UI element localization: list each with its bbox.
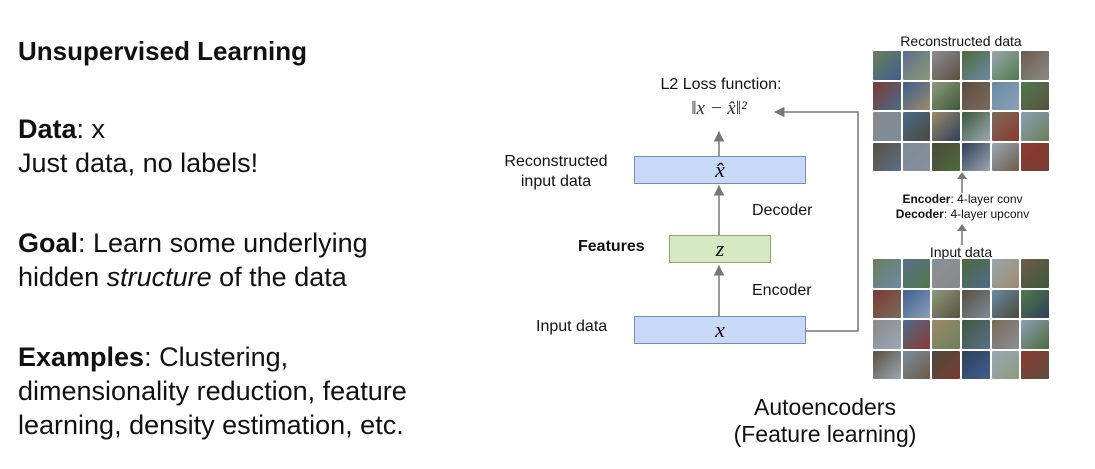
image-thumbnail bbox=[1021, 259, 1049, 288]
image-thumbnail bbox=[1021, 320, 1049, 349]
encoder-arch-line: Encoder: 4-layer conv bbox=[870, 192, 1055, 207]
input-image-grid bbox=[873, 259, 1049, 379]
image-thumbnail bbox=[1021, 289, 1049, 318]
examples-paragraph: Examples: Clustering, dimensionality red… bbox=[18, 340, 407, 442]
slide-title: Unsupervised Learning bbox=[18, 36, 307, 66]
image-thumbnail bbox=[902, 81, 931, 110]
image-thumbnail bbox=[902, 112, 931, 141]
examples-line-3: learning, density estimation, etc. bbox=[18, 410, 404, 440]
image-thumbnail bbox=[873, 350, 901, 379]
image-thumbnail bbox=[1021, 112, 1049, 141]
image-thumbnail bbox=[932, 350, 960, 379]
goal-text-1: : Learn some underlying bbox=[78, 228, 368, 258]
input-data-label: Input data bbox=[929, 244, 993, 260]
data-value: : x bbox=[76, 114, 106, 144]
image-thumbnail bbox=[961, 259, 990, 288]
image-thumbnail bbox=[902, 289, 931, 318]
diagram-arrows bbox=[713, 106, 859, 332]
image-thumbnail bbox=[932, 51, 960, 80]
image-thumbnail bbox=[1021, 51, 1049, 80]
image-thumbnail bbox=[991, 51, 1020, 80]
arrow-input-to-loss bbox=[773, 106, 859, 332]
image-thumbnail bbox=[991, 350, 1020, 379]
image-thumbnail bbox=[1021, 350, 1049, 379]
image-thumbnail bbox=[961, 142, 990, 171]
input-box: x bbox=[634, 316, 806, 344]
recon-data-label: Reconstructed data bbox=[900, 33, 1022, 49]
loss-formula: ‖x − x̂‖² bbox=[691, 98, 747, 119]
goal-text-2b: structure bbox=[106, 262, 212, 292]
image-thumbnail bbox=[932, 142, 960, 171]
recon-input-label-2: input data bbox=[520, 173, 592, 190]
encoder-arch-bold: Encoder bbox=[902, 192, 951, 206]
data-paragraph: Data: x Just data, no labels! bbox=[18, 112, 258, 180]
image-thumbnail bbox=[873, 142, 901, 171]
image-thumbnail bbox=[902, 259, 931, 288]
decoder-arch-desc: : 4-layer upconv bbox=[943, 207, 1030, 221]
recon-input-label: Reconstructed input data bbox=[490, 152, 622, 192]
image-thumbnail bbox=[1021, 142, 1049, 171]
recon-input-label-1: Reconstructed bbox=[504, 153, 608, 170]
data-description: Just data, no labels! bbox=[18, 148, 259, 178]
examples-line-1: Examples: Clustering, bbox=[18, 340, 407, 374]
data-heading: Data bbox=[18, 114, 77, 144]
features-box: z bbox=[669, 235, 771, 263]
caption: Autoencoders (Feature learning) bbox=[710, 394, 940, 448]
goal-paragraph: Goal: Learn some underlying hidden struc… bbox=[18, 226, 368, 294]
grid-arrow-top bbox=[957, 172, 967, 193]
image-thumbnail bbox=[991, 142, 1020, 171]
grid-arrow-bottom bbox=[957, 224, 967, 245]
goal-text-2c: of the data bbox=[211, 262, 347, 292]
image-thumbnail bbox=[991, 81, 1020, 110]
examples-line-2: dimensionality reduction, feature bbox=[18, 376, 407, 406]
features-label: Features bbox=[578, 238, 645, 255]
goal-line-1: Goal: Learn some underlying bbox=[18, 226, 368, 260]
data-line: Data: x bbox=[18, 112, 258, 146]
image-thumbnail bbox=[873, 51, 901, 80]
image-thumbnail bbox=[1021, 81, 1049, 110]
caption-line-2: (Feature learning) bbox=[733, 421, 917, 447]
image-thumbnail bbox=[873, 320, 901, 349]
image-thumbnail bbox=[961, 112, 990, 141]
image-thumbnail bbox=[873, 289, 901, 318]
encoder-label: Encoder bbox=[752, 282, 812, 299]
image-thumbnail bbox=[932, 81, 960, 110]
goal-text-2a: hidden bbox=[18, 262, 107, 292]
image-thumbnail bbox=[902, 142, 931, 171]
image-thumbnail bbox=[961, 289, 990, 318]
image-thumbnail bbox=[991, 259, 1020, 288]
goal-line-2: hidden structure of the data bbox=[18, 260, 368, 294]
image-thumbnail bbox=[991, 112, 1020, 141]
image-thumbnail bbox=[932, 259, 960, 288]
image-thumbnail bbox=[961, 51, 990, 80]
input-label: Input data bbox=[536, 318, 608, 335]
image-thumbnail bbox=[902, 320, 931, 349]
image-thumbnail bbox=[873, 112, 901, 141]
decoder-label: Decoder bbox=[752, 202, 813, 219]
image-thumbnail bbox=[961, 320, 990, 349]
image-thumbnail bbox=[932, 320, 960, 349]
image-thumbnail bbox=[991, 289, 1020, 318]
arch-description: Encoder: 4-layer conv Decoder: 4-layer u… bbox=[870, 192, 1055, 222]
image-thumbnail bbox=[961, 81, 990, 110]
encoder-arch-desc: : 4-layer conv bbox=[950, 192, 1023, 206]
image-thumbnail bbox=[932, 112, 960, 141]
recon-box: x̂ bbox=[634, 156, 806, 184]
image-thumbnail bbox=[873, 259, 901, 288]
image-thumbnail bbox=[991, 320, 1020, 349]
caption-line-1: Autoencoders bbox=[754, 394, 896, 420]
goal-heading: Goal bbox=[18, 228, 79, 258]
decoder-arch-bold: Decoder bbox=[895, 207, 944, 221]
decoder-arch-line: Decoder: 4-layer upconv bbox=[870, 207, 1055, 222]
examples-text-1: : Clustering, bbox=[144, 342, 289, 372]
image-thumbnail bbox=[902, 51, 931, 80]
image-thumbnail bbox=[902, 350, 931, 379]
image-thumbnail bbox=[873, 81, 901, 110]
loss-title: L2 Loss function: bbox=[660, 76, 782, 93]
image-thumbnail bbox=[932, 289, 960, 318]
image-thumbnail bbox=[961, 350, 990, 379]
examples-heading: Examples bbox=[18, 342, 145, 372]
recon-image-grid bbox=[873, 51, 1049, 171]
